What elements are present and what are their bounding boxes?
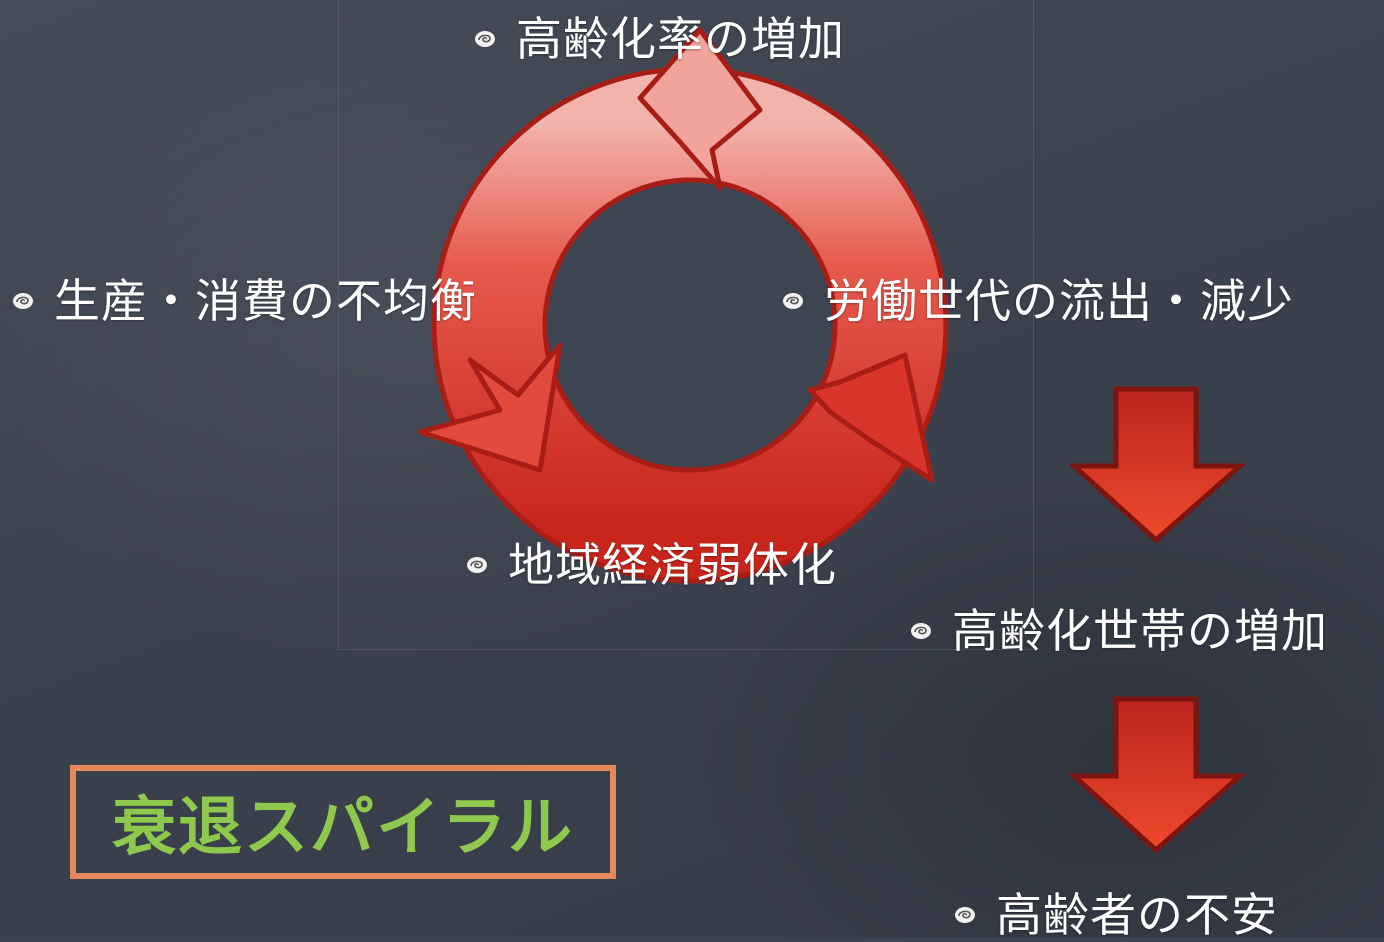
cycle-item-right-label: 労働世代の流出・減少 (824, 274, 1294, 328)
swirl-bullet-icon (954, 906, 976, 924)
diagram-frame (338, 0, 1034, 650)
swirl-bullet-icon (12, 292, 34, 310)
down-arrow-2 (1070, 696, 1246, 854)
cycle-item-top: 高齢化率の増加 (474, 16, 845, 62)
cycle-ring-inner-edge (542, 177, 838, 473)
chain-item-second: 高齢者の不安 (954, 892, 1278, 938)
swirl-bullet-icon (474, 30, 496, 48)
swirl-bullet-icon (782, 292, 804, 310)
decline-spiral-label-box: 衰退スパイラル (70, 765, 616, 879)
cycle-item-right: 労働世代の流出・減少 (782, 278, 1294, 324)
cycle-hole (548, 183, 832, 467)
cycle-item-bottom: 地域経済弱体化 (466, 542, 837, 588)
cycle-arrowhead-top (637, 27, 763, 191)
cycle-arrowhead-right (807, 352, 935, 483)
chain-item-first: 高齢化世帯の増加 (910, 608, 1328, 654)
down-arrow-1 (1070, 386, 1246, 544)
chain-item-first-label: 高齢化世帯の増加 (952, 604, 1328, 658)
swirl-bullet-icon (466, 556, 488, 574)
cycle-item-bottom-label: 地域経済弱体化 (508, 538, 837, 592)
cycle-item-top-label: 高齢化率の増加 (516, 12, 845, 66)
cycle-arrowhead-left (417, 342, 563, 473)
chain-item-second-label: 高齢者の不安 (996, 888, 1278, 942)
cycle-item-left: 生産・消費の不均衡 (12, 278, 477, 324)
decline-spiral-label: 衰退スパイラル (112, 791, 574, 865)
cycle-item-left-label: 生産・消費の不均衡 (54, 274, 477, 328)
swirl-bullet-icon (910, 622, 932, 640)
